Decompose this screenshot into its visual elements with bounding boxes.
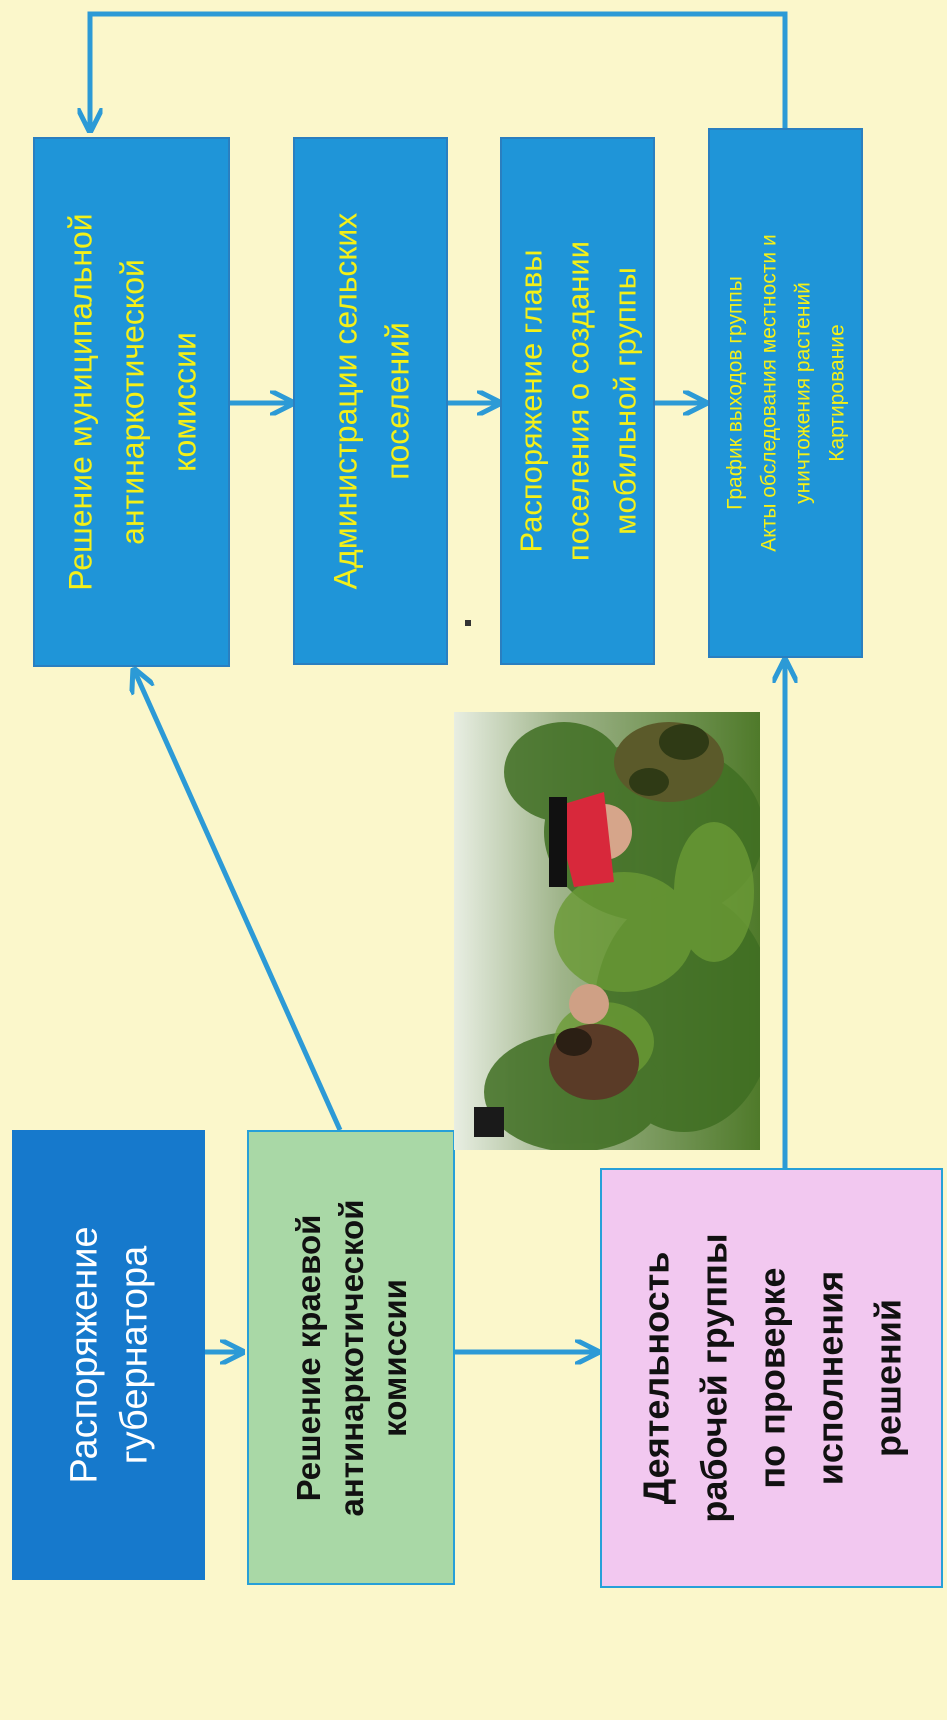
municipal-line-1: Решение муниципальной (61, 213, 98, 591)
field-workers-photo (454, 712, 760, 1150)
documents-box: График выходов группы Акты обследования … (708, 128, 863, 658)
photo-illustration (454, 712, 760, 1150)
documents-line-4: Картирование (824, 324, 848, 462)
regional-commission-box: Решение краевой антинаркотической комисс… (247, 1130, 455, 1585)
person-second (474, 984, 639, 1137)
working-group-line-5: решений (866, 1298, 908, 1458)
regional-line-3: комиссии (375, 1278, 413, 1437)
mark-top (465, 620, 471, 626)
arrow-regional-to-municipal (135, 672, 343, 1132)
governor-line-1: Распоряжение (62, 1226, 105, 1484)
working-group-line-2: рабочей группы (692, 1233, 734, 1523)
regional-line-1: Решение краевой (289, 1214, 327, 1501)
administrations-line-1: Администрации сельских (326, 212, 363, 590)
working-group-line-4: исполнения (808, 1270, 850, 1486)
municipal-commission-box: Решение муниципальной антинаркотической … (33, 137, 230, 667)
working-group-box: Деятельность рабочей группы по проверке … (600, 1168, 943, 1588)
governor-order-box: Распоряжение губернатора (12, 1130, 205, 1580)
municipal-line-3: комиссии (165, 332, 202, 472)
order-line-1: Распоряжение главы (513, 249, 548, 553)
administrations-line-2: поселений (378, 322, 415, 480)
documents-line-3: уничтожения растений (790, 282, 814, 504)
documents-line-1: График выходов группы (722, 276, 746, 510)
order-line-2: поселения о создании (560, 240, 595, 562)
regional-line-2: антинаркотической (332, 1199, 370, 1516)
governor-line-2: губернатора (112, 1245, 155, 1465)
person-camouflage (549, 722, 724, 887)
settlement-order-box: Распоряжение главы поселения о создании … (500, 137, 655, 665)
order-line-3: мобильной группы (607, 267, 642, 535)
arrow-documents-to-municipal (90, 11, 788, 128)
municipal-line-2: антинаркотической (113, 259, 150, 545)
working-group-line-1: Деятельность (634, 1251, 676, 1505)
documents-line-2: Акты обследования местности и (756, 234, 780, 552)
rural-administrations-box: Администрации сельских поселений (293, 137, 448, 665)
working-group-line-3: по проверке (750, 1267, 792, 1489)
